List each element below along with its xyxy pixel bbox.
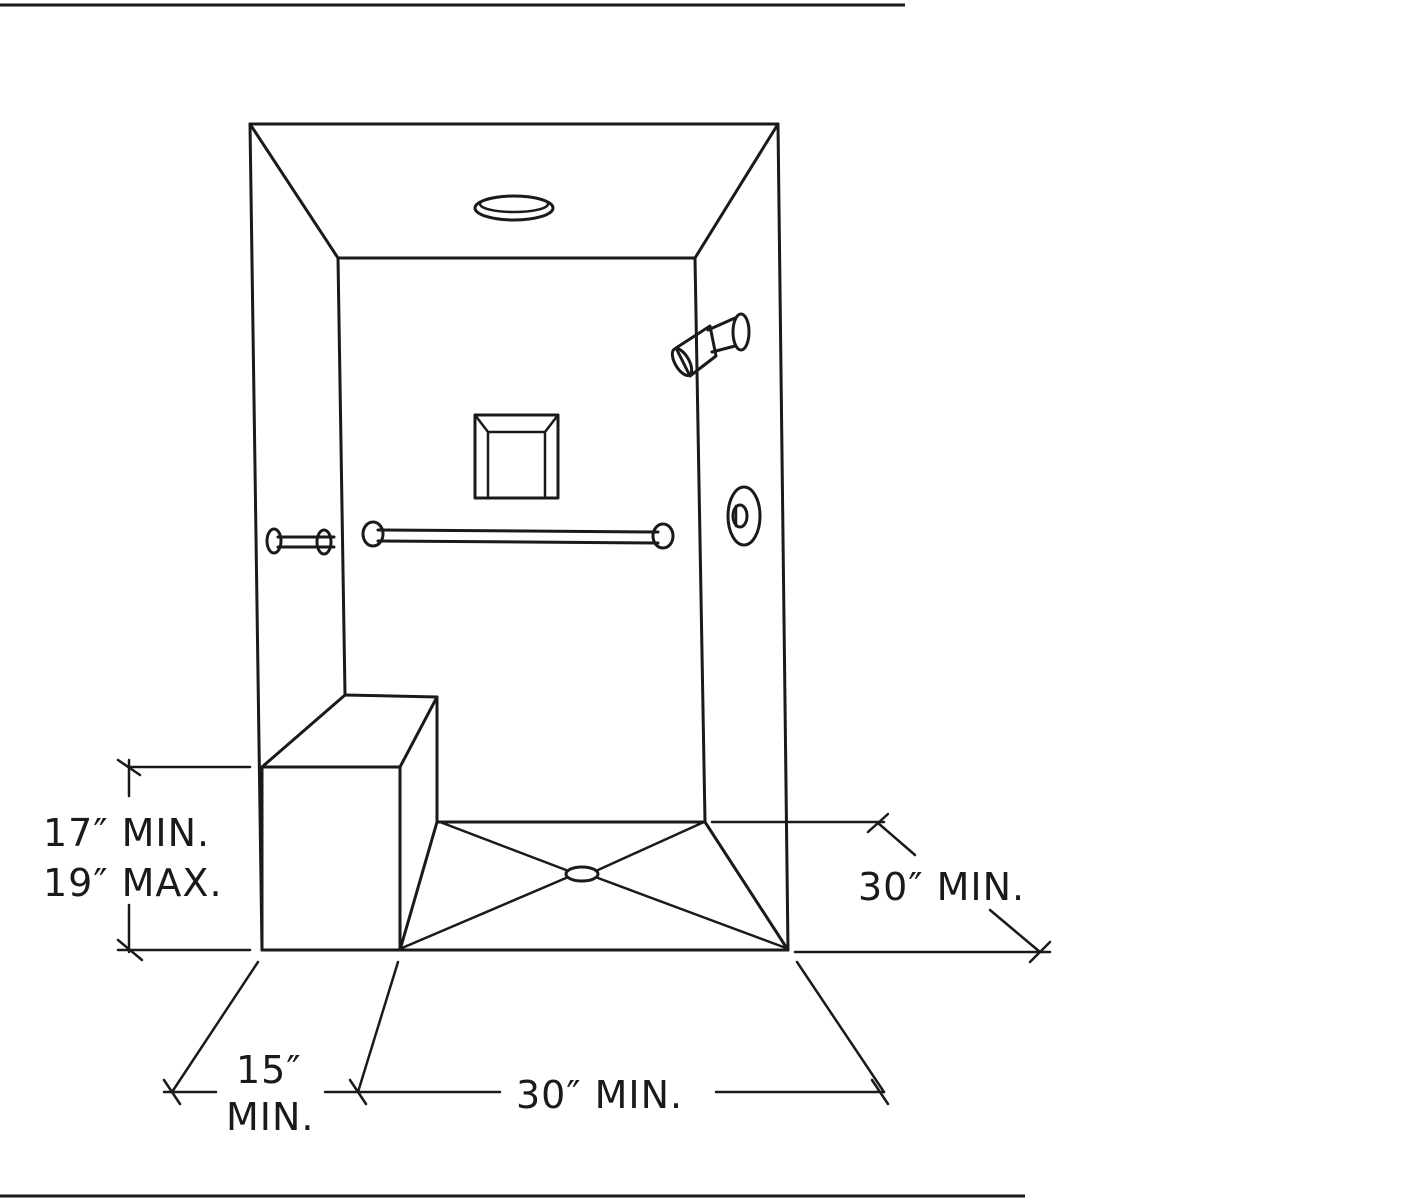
back-wall-grab-bar — [361, 520, 675, 550]
shower-control-valve-icon — [726, 485, 762, 547]
shower-enclosure — [248, 122, 790, 952]
floor-drain-area — [400, 820, 788, 950]
side-wall-grab-bar — [265, 527, 336, 556]
seat-depth-value-label: 15″ — [236, 1048, 302, 1092]
stall-width-label: 30″ MIN. — [516, 1073, 683, 1117]
soap-niche — [473, 413, 560, 500]
shower-bench — [260, 693, 439, 952]
stall-depth-dimension: 30″ MIN. — [710, 812, 1052, 964]
seat-height-dimension: 17″ MIN. 19″ MAX. — [43, 758, 252, 962]
shower-head-icon — [670, 312, 751, 378]
seat-height-min-label: 17″ MIN. — [43, 811, 210, 855]
stall-depth-label: 30″ MIN. — [858, 865, 1025, 909]
bottom-dimensions: 15″ MIN. 30″ MIN. — [162, 960, 890, 1139]
seat-depth-note-label: MIN. — [226, 1095, 315, 1139]
floor-drain — [564, 865, 600, 883]
ceiling-light-icon — [473, 194, 555, 222]
seat-height-max-label: 19″ MAX. — [43, 861, 223, 905]
